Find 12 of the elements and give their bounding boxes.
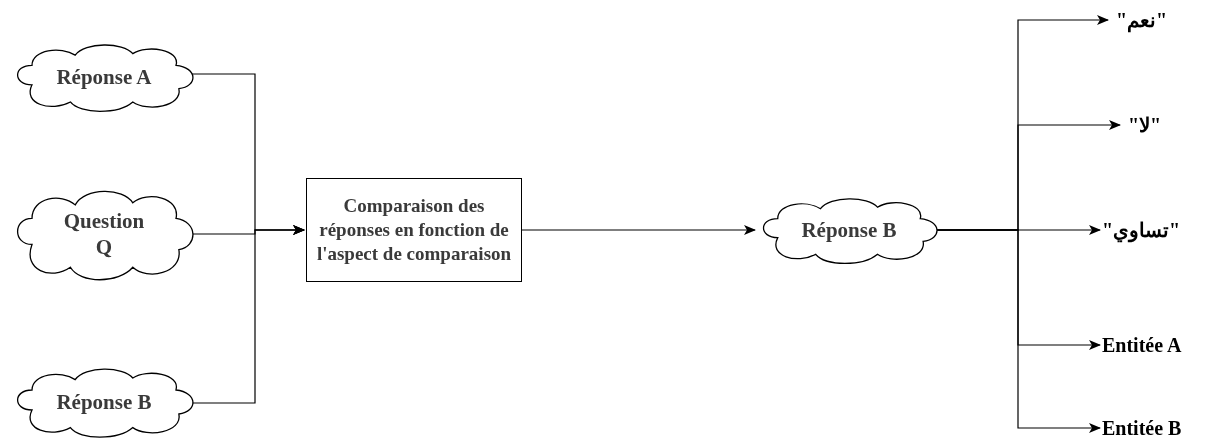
- output-label: Entitée B: [1102, 416, 1182, 440]
- output-label: "لا": [1128, 113, 1162, 137]
- output-label: "نعم": [1116, 8, 1168, 32]
- process-box: [306, 178, 522, 282]
- cloud-label: Réponse B: [56, 388, 152, 416]
- cloud-label: Réponse A: [56, 63, 152, 91]
- cloud-label: Question Q: [62, 207, 146, 261]
- connector-arrow: [521, 225, 756, 235]
- output-label: "تساوي": [1102, 218, 1181, 242]
- process-label: Comparaison des réponses en fonction de l'aspect de comparaison: [315, 194, 513, 266]
- cloud-label: Réponse B: [801, 216, 897, 244]
- output-label: Entitée A: [1102, 333, 1182, 357]
